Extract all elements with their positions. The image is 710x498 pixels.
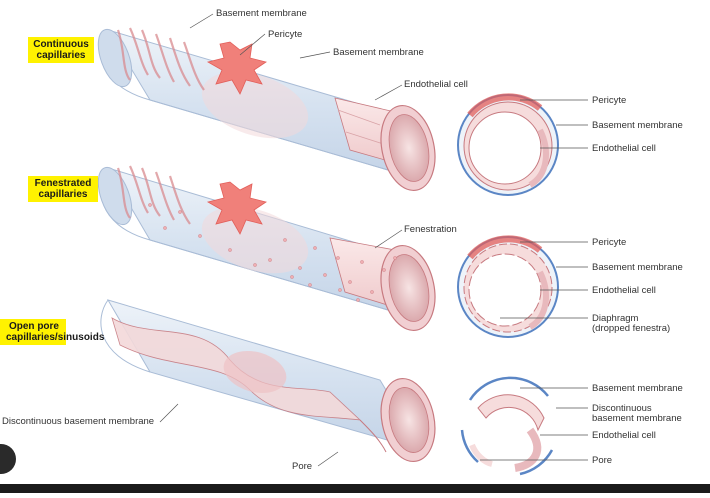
bottom-bar — [0, 484, 710, 493]
cs-fen-endothelial: Endothelial cell — [592, 285, 656, 296]
cs-open-basement: Basement membrane — [592, 383, 683, 394]
cross-section-sinusoid — [460, 376, 554, 476]
label-fenestration: Fenestration — [404, 224, 457, 235]
highlight-open-pore-capillaries: Open pore capillaries/sinusoids — [0, 319, 105, 345]
cross-section-fenestrated — [457, 235, 559, 338]
highlight-text: capillaries — [38, 189, 88, 200]
pericyte-shape-top — [206, 41, 267, 95]
label-endothelial-top: Endothelial cell — [404, 79, 468, 90]
highlight-text: Continuous — [33, 39, 89, 50]
cross-section-continuous — [457, 93, 559, 196]
cs-fen-basement: Basement membrane — [592, 262, 683, 273]
cs-open-discontinuous: Discontinuous — [592, 403, 652, 414]
highlight-fenestrated-capillaries: Fenestrated capillaries — [28, 176, 98, 202]
cs-cont-endothelial: Endothelial cell — [592, 143, 656, 154]
highlight-text: capillaries/sinusoids — [6, 332, 105, 343]
label-discontinuous-bm: Discontinuous basement membrane — [2, 416, 154, 427]
label-pore: Pore — [292, 461, 312, 472]
cs-fen-diaphragm: Diaphragm — [592, 313, 639, 324]
pericyte-shape-mid — [206, 181, 267, 235]
continuous-capillary-tube — [97, 27, 436, 192]
highlight-text: Open pore — [8, 321, 59, 332]
highlight-continuous-capillaries: Continuous capillaries — [28, 37, 94, 63]
cs-open-discontinuous-2: basement membrane — [592, 413, 682, 424]
sinusoid-capillary-tube — [100, 299, 436, 463]
label-basement-membrane-top: Basement membrane — [216, 8, 307, 19]
label-basement-membrane-mid: Basement membrane — [333, 47, 424, 58]
cs-cont-pericyte: Pericyte — [592, 95, 626, 106]
cs-open-pore: Pore — [592, 455, 612, 466]
overlay-button[interactable] — [0, 444, 16, 474]
cs-fen-dropped: (dropped fenestra) — [592, 323, 670, 334]
label-pericyte-top: Pericyte — [268, 29, 302, 40]
cs-open-endothelial: Endothelial cell — [592, 430, 656, 441]
highlight-text: Fenestrated — [34, 178, 92, 189]
highlight-text: capillaries — [36, 50, 86, 61]
cs-cont-basement: Basement membrane — [592, 120, 683, 131]
leader-lines — [159, 13, 588, 467]
cs-fen-pericyte: Pericyte — [592, 237, 626, 248]
fenestrated-capillary-tube — [97, 165, 436, 332]
